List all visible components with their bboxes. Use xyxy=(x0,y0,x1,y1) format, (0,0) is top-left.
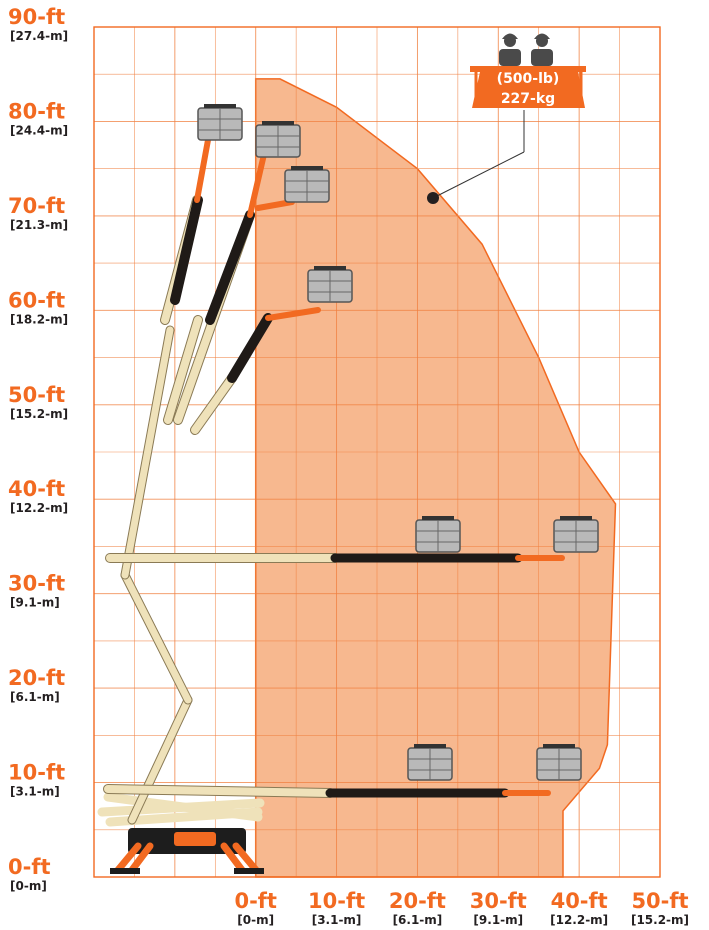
y-axis-labels: 0-ft[0-m] 10-ft[3.1-m] 20-ft[6.1-m] 30-ft[9… xyxy=(8,5,68,893)
y-tick-label-m: [27.4-m] xyxy=(10,29,68,43)
y-tick-label-ft: 60-ft xyxy=(8,288,65,312)
platform-basket xyxy=(284,166,330,203)
x-tick-label-m: [9.1-m] xyxy=(473,913,523,927)
capacity-platform-rail xyxy=(470,66,586,72)
operator-person-icon xyxy=(531,33,553,66)
y-tick-label-m: [24.4-m] xyxy=(10,123,68,137)
jib-1 xyxy=(194,137,211,203)
stowed-booms xyxy=(97,792,265,827)
x-tick-label-m: [12.2-m] xyxy=(550,913,608,927)
y-tick-label-m: [12.2-m] xyxy=(10,501,68,515)
chassis-badge xyxy=(174,832,216,846)
platform-basket xyxy=(197,104,243,141)
y-tick-label-m: [9.1-m] xyxy=(10,596,60,610)
platform-basket xyxy=(307,266,353,303)
x-tick-label-ft: 30-ft xyxy=(470,889,527,913)
mast-1-telescope xyxy=(170,195,203,305)
x-tick-label-m: [3.1-m] xyxy=(312,913,362,927)
y-tick-label-m: [15.2-m] xyxy=(10,407,68,421)
y-tick-label-ft: 80-ft xyxy=(8,99,65,123)
operator-person-icon xyxy=(499,33,521,66)
capacity-platform-shape xyxy=(472,72,585,108)
x-tick-label-m: [0-m] xyxy=(237,913,274,927)
platform-basket xyxy=(553,516,599,553)
x-tick-label-ft: 0-ft xyxy=(234,889,277,913)
stowed-boom xyxy=(97,798,265,817)
outrigger-pad xyxy=(110,868,126,874)
outrigger-pad xyxy=(124,868,140,874)
y-tick-label-ft: 20-ft xyxy=(8,666,65,690)
platform-basket xyxy=(255,121,301,158)
y-tick-label-m: [3.1-m] xyxy=(10,785,60,799)
outrigger-leg xyxy=(114,842,142,874)
jib-2 xyxy=(255,199,295,211)
platform-basket xyxy=(415,516,461,553)
outrigger-pad xyxy=(234,868,250,874)
x-tick-label-ft: 10-ft xyxy=(308,889,365,913)
y-tick-label-ft: 50-ft xyxy=(8,383,65,407)
x-tick-label-ft: 50-ft xyxy=(631,889,688,913)
riser-mid xyxy=(121,571,192,704)
x-tick-label-ft: 40-ft xyxy=(551,889,608,913)
riser-lower xyxy=(128,696,192,824)
low-boom-base xyxy=(104,785,334,797)
capacity-kg-label: 227-kg xyxy=(501,91,555,107)
chassis xyxy=(110,828,264,874)
platform-basket xyxy=(407,744,453,781)
upper-boom-2-telescope xyxy=(205,210,255,325)
y-tick-label-m: [6.1-m] xyxy=(10,690,60,704)
platform-basket xyxy=(536,744,582,781)
upper-boom-3 xyxy=(191,374,236,434)
y-tick-label-ft: 70-ft xyxy=(8,194,65,218)
outrigger-leg xyxy=(232,842,260,874)
y-tick-label-m: [18.2-m] xyxy=(10,312,68,326)
callout-leader xyxy=(434,151,525,198)
y-tick-label-ft: 30-ft xyxy=(8,572,65,596)
mast-1b xyxy=(164,316,202,424)
plot-frame xyxy=(93,26,661,878)
capacity-badge xyxy=(427,33,586,204)
x-axis-labels: 0-ft[0-m] 10-ft[3.1-m] 20-ft[6.1-m] 30-ft[9… xyxy=(234,889,689,927)
jib-3 xyxy=(265,307,321,321)
y-tick-label-m: [21.3-m] xyxy=(10,218,68,232)
y-tick-label-m: [0-m] xyxy=(10,879,47,893)
callout-dot xyxy=(427,192,439,204)
outrigger-pad xyxy=(248,868,264,874)
riser-upper xyxy=(121,326,174,579)
y-tick-label-ft: 90-ft xyxy=(8,5,65,29)
x-tick-label-ft: 20-ft xyxy=(389,889,446,913)
lift-machine xyxy=(97,104,599,874)
outrigger-leg xyxy=(220,842,246,874)
upper-boom-3-telescope xyxy=(227,313,273,383)
x-tick-label-m: [6.1-m] xyxy=(393,913,443,927)
platform-capacity-callout: (500-lb) 227-kg xyxy=(427,33,586,204)
outrigger-leg xyxy=(128,842,154,874)
capacity-lb-label: (500-lb) xyxy=(497,71,560,87)
y-tick-label-ft: 40-ft xyxy=(8,477,65,501)
y-tick-label-ft: 10-ft xyxy=(8,761,65,785)
x-tick-label-m: [15.2-m] xyxy=(631,913,689,927)
y-tick-label-ft: 0-ft xyxy=(8,855,51,879)
jib-2b xyxy=(247,147,268,218)
